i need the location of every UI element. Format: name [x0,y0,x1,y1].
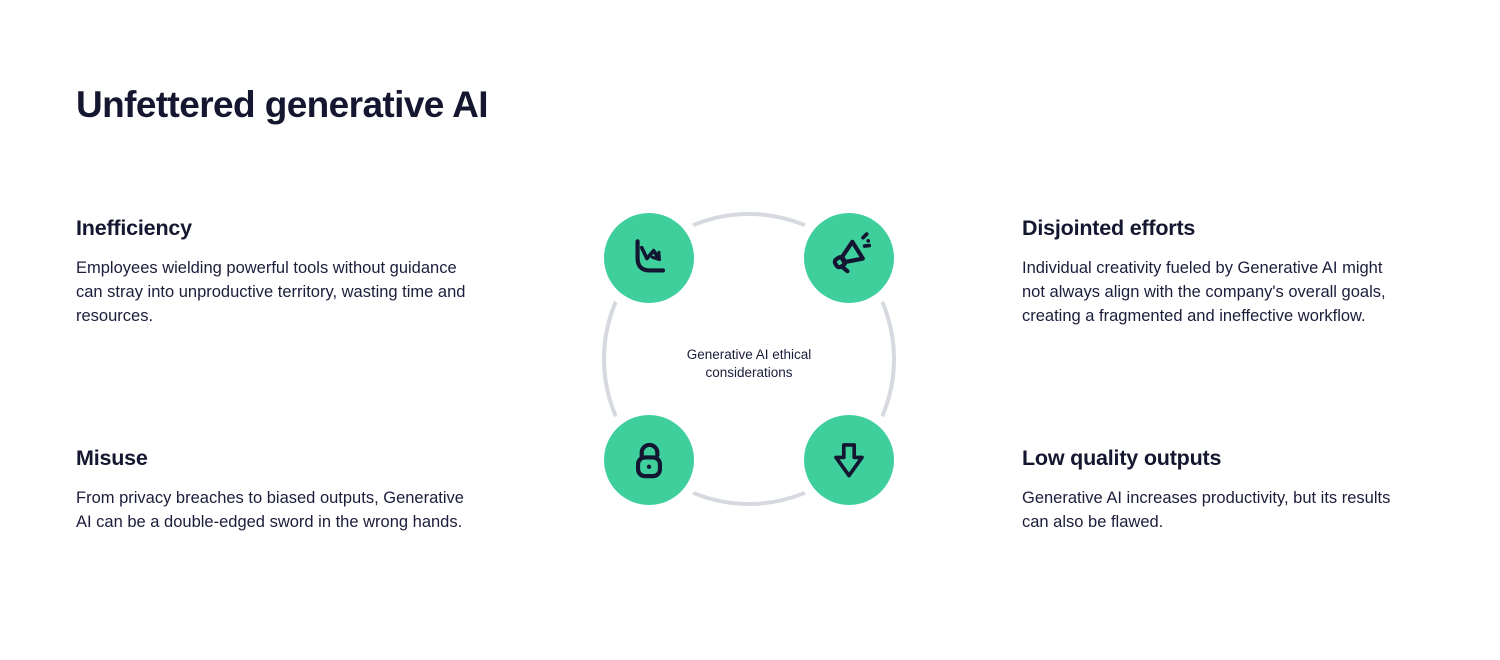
section-body: Individual creativity fueled by Generati… [1022,259,1386,326]
page-title: Unfettered generative AI [76,84,489,125]
diagram-node-inefficiency [604,213,694,303]
section-misuse: Misuse From privacy breaches to biased o… [76,446,474,534]
section-inefficiency: Inefficiency Employees wielding powerful… [76,216,474,328]
diagram-node-misuse [604,415,694,505]
diagram-node-disjointed-efforts [804,213,894,303]
section-disjointed-efforts: Disjointed efforts Individual creativity… [1022,216,1398,328]
section-low-quality-outputs: Low quality outputs Generative AI increa… [1022,446,1398,534]
section-title: Disjointed efforts [1022,216,1196,240]
down-arrow-icon [834,443,864,478]
diagram-node-low-quality-outputs [804,415,894,505]
diagram-center-label: Generative AI ethical considerations [686,347,812,381]
section-title: Low quality outputs [1022,446,1222,470]
section-title: Inefficiency [76,216,192,240]
section-body: From privacy breaches to biased outputs,… [76,489,464,532]
section-body: Generative AI increases productivity, bu… [1022,489,1391,532]
section-body: Employees wielding powerful tools withou… [76,259,466,326]
declining-chart-icon [635,239,666,273]
unlocked-padlock-icon [636,442,662,479]
diagram-ring [602,212,896,506]
section-title: Misuse [76,446,148,470]
megaphone-icon [832,232,872,274]
